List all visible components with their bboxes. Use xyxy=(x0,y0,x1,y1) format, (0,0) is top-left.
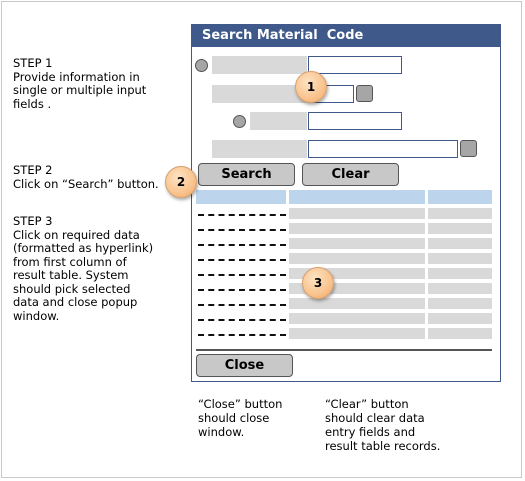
table-cell xyxy=(289,298,425,309)
step-3-title: STEP 3 xyxy=(13,214,53,228)
search-material-popup: Search Material Code Search Clear Close xyxy=(191,24,501,382)
step-1: STEP 1 Provide information in single or … xyxy=(13,56,147,111)
step-2-text: Click on “Search” button. xyxy=(13,176,159,191)
step-1-text: Provide information in single or multipl… xyxy=(13,69,147,111)
result-link[interactable] xyxy=(198,334,286,336)
table-cell xyxy=(289,283,425,294)
step-1-title: STEP 1 xyxy=(13,56,53,70)
table-cell xyxy=(428,238,492,249)
field-label-1 xyxy=(212,56,307,74)
radio-option-1[interactable] xyxy=(195,59,208,72)
table-cell xyxy=(428,283,492,294)
result-link[interactable] xyxy=(198,319,286,321)
input-field-1[interactable] xyxy=(308,56,402,74)
table-cell xyxy=(289,328,425,339)
popup-title: Search Material Code xyxy=(192,25,500,47)
table-cell xyxy=(428,208,492,219)
field-label-4 xyxy=(212,140,307,158)
table-cell xyxy=(289,208,425,219)
input-field-3[interactable] xyxy=(308,112,402,130)
clear-button-note: “Clear” button should clear data entry f… xyxy=(325,397,441,453)
lookup-button-4[interactable] xyxy=(460,140,477,157)
table-cell xyxy=(428,313,492,324)
field-label-2 xyxy=(212,85,307,103)
table-divider xyxy=(196,349,492,351)
result-link[interactable] xyxy=(198,274,286,276)
table-header-col-3 xyxy=(428,190,492,204)
radio-option-2[interactable] xyxy=(233,115,246,128)
step-3: STEP 3 Click on required data (formatted… xyxy=(13,214,154,323)
table-cell xyxy=(289,223,425,234)
search-button[interactable]: Search xyxy=(198,163,295,186)
lookup-button-2[interactable] xyxy=(356,85,373,102)
table-cell xyxy=(289,268,425,279)
close-button[interactable]: Close xyxy=(196,354,293,377)
result-link[interactable] xyxy=(198,214,286,216)
result-link[interactable] xyxy=(198,289,286,291)
field-label-3 xyxy=(250,112,307,130)
close-button-note: “Close” button should close window. xyxy=(198,397,283,439)
callout-1: 1 xyxy=(295,71,327,103)
callout-3: 3 xyxy=(302,267,334,299)
callout-2: 2 xyxy=(165,166,197,198)
table-header-col-2 xyxy=(289,190,425,204)
result-link[interactable] xyxy=(198,304,286,306)
table-cell xyxy=(428,268,492,279)
step-2: STEP 2 Click on “Search” button. xyxy=(13,163,159,191)
step-3-text: Click on required data (formatted as hyp… xyxy=(13,227,154,323)
result-link[interactable] xyxy=(198,244,286,246)
result-link[interactable] xyxy=(198,229,286,231)
step-2-title: STEP 2 xyxy=(13,163,53,177)
table-cell xyxy=(428,223,492,234)
table-cell xyxy=(428,298,492,309)
table-cell xyxy=(428,253,492,264)
table-cell xyxy=(289,253,425,264)
table-header-col-1 xyxy=(196,190,286,204)
input-field-4[interactable] xyxy=(308,140,458,158)
clear-button[interactable]: Clear xyxy=(302,163,399,186)
table-cell xyxy=(289,238,425,249)
table-cell xyxy=(289,313,425,324)
result-link[interactable] xyxy=(198,259,286,261)
table-cell xyxy=(428,328,492,339)
